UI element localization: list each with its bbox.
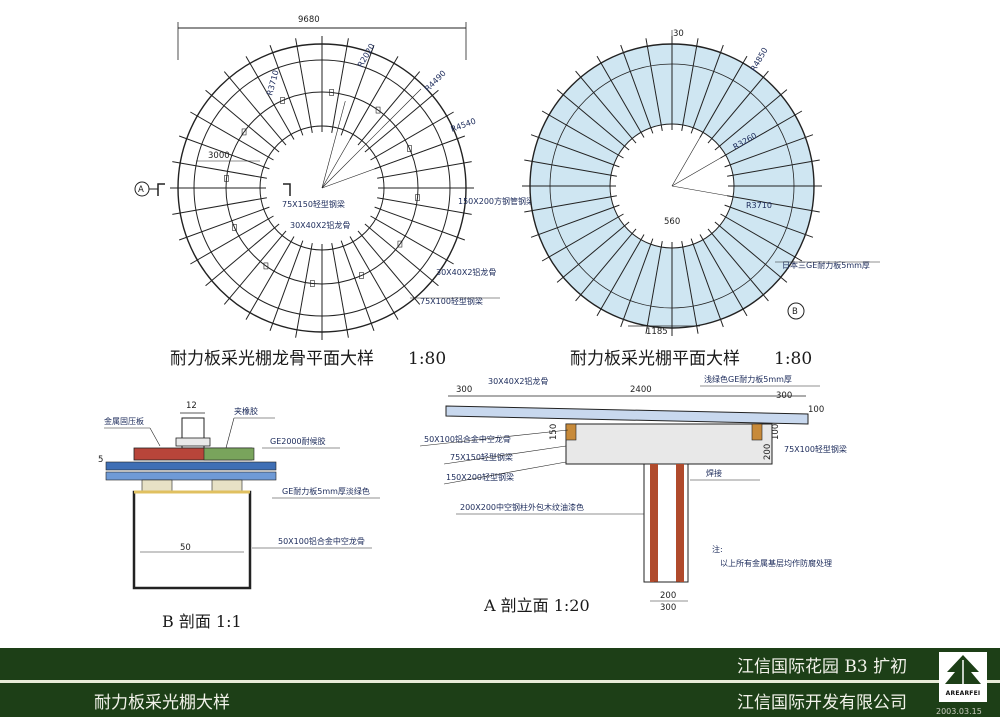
a-remark-title: 注: [712, 544, 723, 554]
roof-top-dim: 30 [673, 29, 684, 39]
a-dim-9: 300 [660, 603, 676, 613]
b-note-panel: GE耐力板5mm厚淡绿色 [282, 486, 370, 496]
roof-radius-1: R4850 [749, 46, 770, 73]
a-dim-3: 300 [776, 391, 792, 401]
frame-note-4: 30X40X2铝龙骨 [436, 267, 496, 277]
frame-overall-dim: 9680 [298, 15, 320, 25]
a-note-hollow: 50X100铝合金中空龙骨 [424, 434, 511, 444]
a-note-keel: 30X40X2铝龙骨 [488, 376, 548, 386]
b-note-plate: 金属固压板 [104, 416, 144, 426]
a-dim-5: 150 [549, 424, 559, 440]
frame-radius-4: R4540 [450, 117, 477, 134]
a-note-column: 200X200中空钢柱外包木纹油漆色 [460, 502, 584, 512]
title-block-bottom [0, 683, 1000, 717]
section-a-drawing: 300 2400 300 100 30X40X2铝龙骨 浅绿色GE耐力板5mm厚… [419, 374, 847, 613]
frame-radius-3: R4490 [423, 69, 448, 94]
a-dim-7: 200 [763, 444, 773, 460]
tree-logo-icon [945, 655, 981, 686]
project-name: 江信国际花园 B3 扩初 [737, 657, 908, 677]
roof-dim-560: 560 [664, 217, 680, 227]
section-mark-a: A [138, 185, 144, 195]
title-block-divider [0, 680, 1000, 683]
b-note-keel: 50X100铝合金中空龙骨 [278, 536, 365, 546]
frame-radius-1: R3710 [265, 69, 280, 96]
a-dim-2: 2400 [630, 385, 652, 395]
caption-roof-plan-scale: 1:80 [774, 349, 813, 369]
a-note-panel: 浅绿色GE耐力板5mm厚 [704, 374, 792, 384]
b-dim-bottom: 50 [180, 543, 191, 553]
roof-radius-3: R3710 [746, 201, 772, 210]
frame-note-5: 75X100轻型钢梁 [420, 296, 483, 306]
b-note-sealant: GE2000耐候胶 [270, 436, 326, 446]
company-logo: AREARFEI [939, 652, 987, 702]
roof-plan-rings [522, 30, 822, 336]
frame-note-2: 30X40X2铝龙骨 [290, 220, 350, 230]
a-note-beam-200: 150X200轻型钢梁 [446, 472, 514, 482]
logo-text: AREARFEI [945, 690, 981, 697]
a-dim-8: 200 [660, 591, 676, 601]
sheet-title: 耐力板采光棚大样 [94, 693, 230, 713]
frame-note-3: 150X200方钢管钢梁 [458, 196, 534, 206]
a-dim-1: 300 [456, 385, 472, 395]
roof-dim-1185: 1185 [646, 327, 668, 337]
frame-plan-rings [170, 36, 474, 340]
roof-note-panel: 日本三GE耐力板5mm厚 [782, 260, 870, 270]
a-dim-4: 100 [808, 405, 824, 415]
a-note-beam-100: 75X100轻型钢梁 [784, 444, 847, 454]
roof-plan-drawing: 30 R4850 R3260 R3710 560 1185 日本三GE耐力板5m… [522, 29, 880, 337]
a-note-weld: 焊接 [706, 468, 722, 478]
b-dim-top: 12 [186, 401, 197, 411]
caption-frame-plan-title: 耐力板采光棚龙骨平面大样 [170, 349, 374, 369]
frame-plan-drawing: 9680 A 3000 R3710 R2020 R4490 R4540 75X1… [134, 15, 534, 340]
title-block-top [0, 648, 1000, 680]
caption-frame-plan: 耐力板采光棚龙骨平面大样 1:80 [170, 344, 446, 369]
frame-note-1: 75X150轻型钢梁 [282, 199, 345, 209]
caption-roof-plan-title: 耐力板采光棚平面大样 [570, 349, 740, 369]
caption-section-a: A 剖立面 1:20 [484, 596, 590, 615]
section-mark-b: B [792, 307, 798, 317]
a-note-beam-150: 75X150轻型钢梁 [450, 452, 513, 462]
a-dim-6: 100 [771, 424, 781, 440]
b-note-rubber: 夹橡胶 [234, 406, 258, 416]
b-dim-side: 5 [98, 455, 103, 465]
company-name: 江信国际开发有限公司 [737, 693, 907, 713]
a-remark: 以上所有金属基层均作防腐处理 [720, 558, 832, 568]
caption-roof-plan: 耐力板采光棚平面大样 1:80 [570, 344, 812, 369]
sheet-date: 2003.03.15 [936, 707, 982, 716]
caption-frame-plan-scale: 1:80 [408, 349, 447, 369]
caption-section-b: B 剖面 1:1 [162, 612, 242, 631]
section-b-drawing: 12 50 5 金属固压板 夹橡胶 GE2000耐候胶 GE耐力板5mm厚淡绿色… [98, 401, 380, 590]
frame-dim-3000: 3000 [208, 151, 230, 161]
